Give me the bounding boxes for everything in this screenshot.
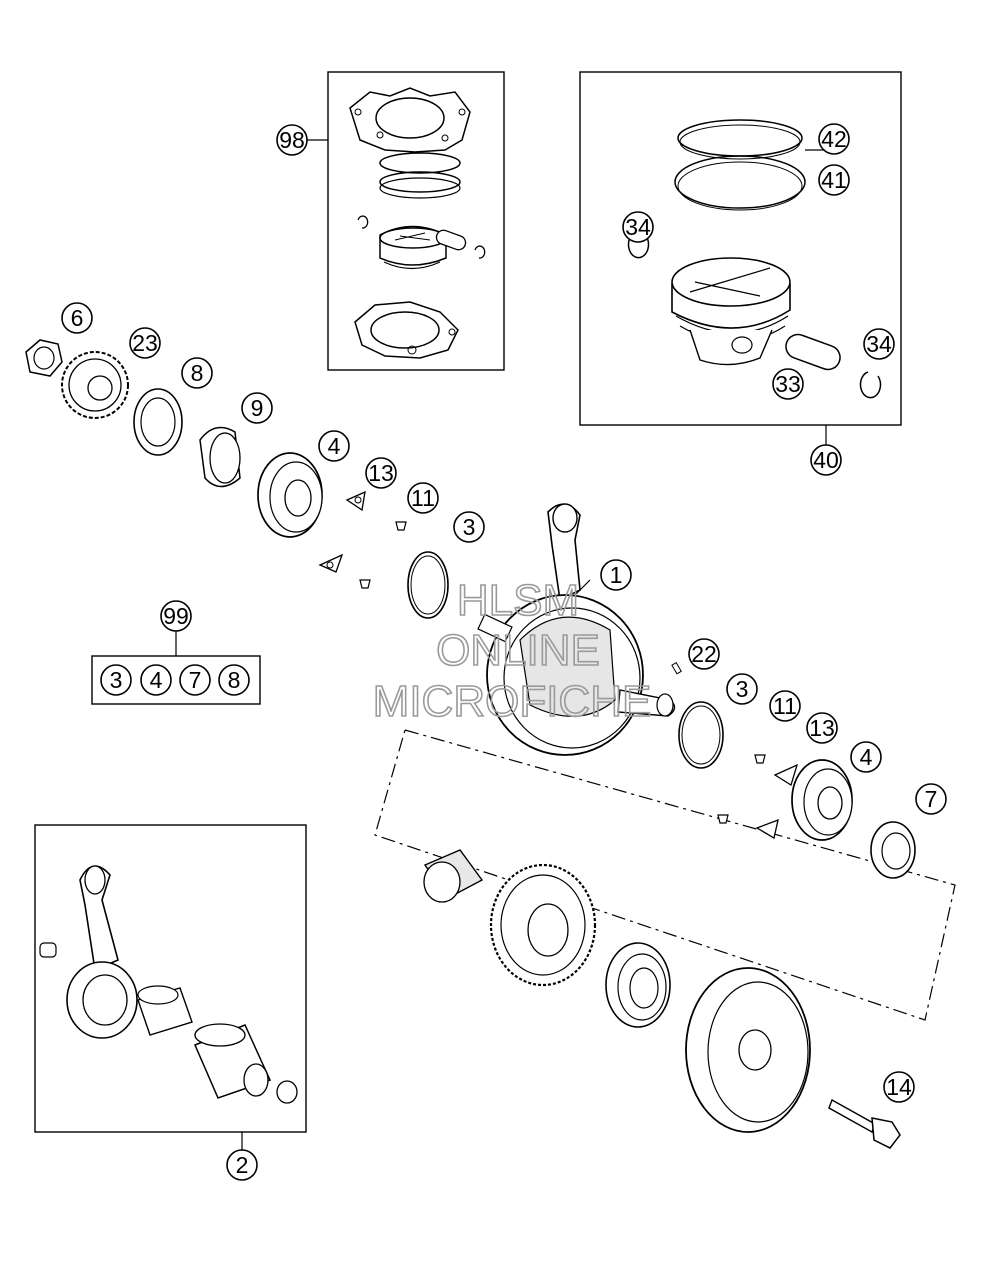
shaft-seal [870, 821, 916, 879]
main-bearing-left [257, 452, 323, 538]
conrod-kit-frame [34, 824, 307, 1150]
callout-14: 14 [883, 1071, 915, 1103]
piston-rings [674, 119, 806, 211]
callout-98: 98 [276, 124, 308, 156]
flywheel-bolt [828, 1098, 901, 1149]
callout-6-label: 6 [71, 305, 84, 331]
kit-99-frame [91, 631, 261, 705]
kit-99-item-1: 3 [100, 664, 132, 696]
kit-99-item-3: 7 [179, 664, 211, 696]
callout-33: 33 [772, 368, 804, 400]
kit-99-item-2: 4 [140, 664, 172, 696]
collar-nut [25, 339, 63, 377]
kit-99-item-1-label: 3 [110, 667, 123, 693]
conrod-kit-parts [39, 865, 298, 1104]
callout-3-left: 3 [453, 511, 485, 543]
callout-41: 41 [818, 164, 850, 196]
callout-34-upper: 34 [622, 211, 654, 243]
callout-34-lower-label: 34 [866, 331, 892, 357]
callout-11-right: 11 [769, 690, 801, 722]
watermark-line-3: MICROFICHE [373, 677, 652, 726]
callout-34-upper-label: 34 [625, 214, 651, 240]
callout-4-right-label: 4 [860, 744, 873, 770]
piston-kit-frame [579, 71, 902, 445]
callout-98-label: 98 [279, 127, 305, 153]
callout-11-right-label: 11 [773, 693, 797, 719]
woodruff-key [671, 661, 682, 675]
lock-plate-upper [345, 490, 366, 512]
callout-2-label: 2 [236, 1152, 249, 1178]
small-piston [357, 215, 486, 270]
callout-2: 2 [226, 1149, 258, 1181]
watermark: HLSM ONLINE MICROFICHE [372, 575, 652, 727]
callout-40: 40 [810, 444, 842, 476]
callout-6: 6 [61, 302, 93, 334]
watermark-line-1: HLSM [457, 576, 579, 625]
kit-99-item-4-label: 8 [228, 667, 241, 693]
flywheel-rotor [685, 967, 811, 1133]
o-ring-left [407, 551, 449, 619]
callouts: 98 42 41 34 34 33 40 6 23 8 9 4 13 11 3 … [61, 123, 947, 1181]
watermark-line-2: ONLINE [436, 626, 600, 675]
o-ring-right [678, 701, 724, 769]
callout-13-left-label: 13 [368, 460, 394, 486]
callout-40-label: 40 [813, 447, 839, 473]
callout-34-lower: 34 [863, 328, 895, 360]
callout-13-left: 13 [365, 457, 397, 489]
callout-41-label: 41 [821, 167, 847, 193]
callout-9-label: 9 [251, 395, 264, 421]
callout-3-right: 3 [726, 673, 758, 705]
crankshaft [477, 503, 676, 756]
callout-8-label: 8 [191, 360, 204, 386]
callout-22: 22 [688, 638, 720, 670]
callout-4-right: 4 [850, 741, 882, 773]
piston-ring-set-small [379, 152, 461, 199]
lock-plate-lower [318, 553, 344, 573]
callout-4-left-label: 4 [328, 433, 341, 459]
callout-13-right-label: 13 [809, 715, 835, 741]
main-bearing-right [791, 759, 853, 841]
callout-8: 8 [181, 357, 213, 389]
callout-4-left: 4 [318, 430, 350, 462]
cylinder-head-gasket [349, 87, 471, 153]
callout-99: 99 [160, 600, 192, 632]
cylinder-base-gasket [354, 301, 459, 359]
leader-lines [574, 149, 825, 596]
callout-42-label: 42 [821, 126, 847, 152]
callout-11-left: 11 [407, 482, 439, 514]
callout-22-label: 22 [691, 641, 717, 667]
callout-1-label: 1 [610, 562, 623, 588]
callout-3-right-label: 3 [736, 676, 749, 702]
gasket-kit-frame [307, 71, 505, 371]
callout-1: 1 [600, 559, 632, 591]
callout-7: 7 [915, 783, 947, 815]
starter-gear [489, 863, 597, 987]
callout-13-right: 13 [806, 712, 838, 744]
callout-11-left-label: 11 [411, 485, 435, 511]
callout-7-label: 7 [925, 786, 938, 812]
needle-bearing [423, 849, 484, 903]
freewheel [605, 942, 671, 1028]
lock-plates-right [755, 763, 799, 840]
screws-left [359, 521, 407, 589]
kit-99-item-3-label: 7 [189, 667, 202, 693]
kit-99-item-2-label: 4 [150, 667, 163, 693]
screws-right [717, 754, 766, 824]
kit-99-item-4: 8 [218, 664, 250, 696]
callout-3-left-label: 3 [463, 514, 476, 540]
callout-23-label: 23 [132, 330, 158, 356]
callout-99-label: 99 [163, 603, 189, 629]
callout-33-label: 33 [775, 371, 801, 397]
spacer-collar [199, 426, 241, 488]
callout-42: 42 [818, 123, 850, 155]
primary-gear [61, 351, 129, 419]
callout-14-label: 14 [886, 1074, 912, 1100]
callout-23: 23 [129, 327, 161, 359]
shim-ring [133, 388, 183, 456]
callout-9: 9 [241, 392, 273, 424]
piston-pin [785, 333, 841, 371]
piston [671, 257, 791, 366]
